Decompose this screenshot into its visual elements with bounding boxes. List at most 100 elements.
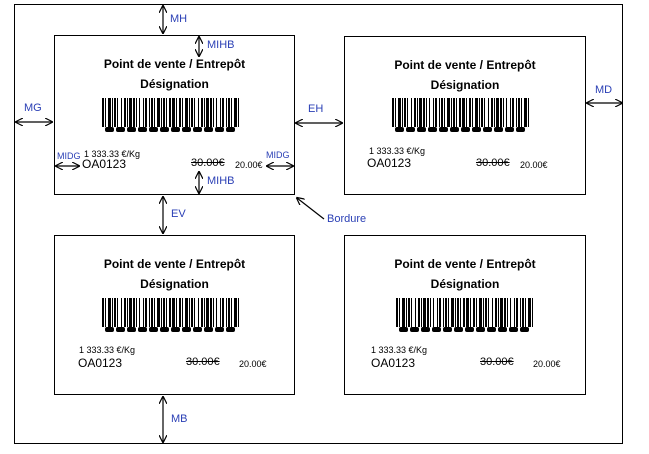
barcode-bar (201, 98, 203, 127)
barcode-bar (117, 98, 118, 127)
barcode-bar (198, 298, 199, 327)
barcode-bar (521, 98, 522, 127)
barcode-bar (433, 98, 434, 127)
barcode-bar (210, 98, 212, 127)
barcode-bar (528, 298, 531, 327)
barcode-digit-mark (472, 127, 481, 132)
barcode-bar (161, 298, 162, 327)
barcode-bar (185, 98, 188, 127)
barcode-digit-mark (509, 327, 518, 332)
barcode-bar (476, 298, 477, 327)
barcode-digit-mark (105, 327, 114, 332)
barcode-bar (238, 298, 239, 327)
barcode-bar (234, 298, 237, 327)
barcode-bar (445, 298, 447, 327)
barcode-bar (157, 98, 160, 127)
barcode-bar (419, 98, 422, 127)
label-title: Point de vente / Entrepôt (394, 58, 536, 72)
barcode (396, 298, 533, 332)
barcode-bar (417, 98, 418, 127)
barcode-digit-mark (516, 127, 525, 132)
barcode-bar (154, 98, 155, 127)
barcode-bar (176, 98, 177, 127)
barcode-bar (226, 298, 227, 327)
barcode-bar (512, 98, 514, 127)
barcode-bar (102, 98, 104, 127)
barcode (102, 298, 239, 332)
midg-right-label: MIDG (266, 150, 290, 160)
barcode-bar (439, 98, 440, 127)
barcode-bar (114, 298, 116, 327)
barcode-digit-mark (410, 327, 419, 332)
barcode-bar (234, 98, 237, 127)
barcode-bar (463, 298, 465, 327)
old-price: 30.00€ (186, 356, 220, 368)
old-price: 30.00€ (191, 157, 225, 169)
barcode-bar (516, 98, 517, 127)
barcode-bar (185, 298, 188, 327)
barcode-bar (145, 298, 147, 327)
barcode-digit-mark (226, 127, 235, 132)
barcode-bar (402, 98, 403, 127)
bordure-label: Bordure (327, 213, 367, 225)
reference-code: OA0123 (82, 157, 127, 171)
barcode-bar (204, 298, 205, 327)
barcode-bar (151, 298, 153, 327)
barcode-bar (151, 98, 153, 127)
barcode-digit-mark (204, 327, 213, 332)
barcode-bar (198, 98, 199, 127)
barcode-bar (220, 298, 221, 327)
barcode-digit-mark (127, 127, 136, 132)
barcode-digit-mark (406, 127, 415, 132)
barcode-bar (163, 98, 165, 127)
barcode-bar (398, 98, 401, 127)
barcode-bar (510, 298, 511, 327)
barcode-bar (166, 298, 167, 327)
barcode-bar (444, 98, 445, 127)
old-price: 30.00€ (476, 157, 510, 169)
barcode-bar (206, 298, 209, 327)
barcode-bar (210, 298, 212, 327)
barcode-bar (145, 98, 147, 127)
barcode-bar (498, 298, 499, 327)
barcode-digit-mark (105, 127, 114, 132)
barcode-bar (392, 98, 394, 127)
barcode-digit-mark (138, 127, 147, 132)
barcode-digit-mark (483, 127, 492, 132)
barcode-bar (402, 298, 405, 327)
barcode-digit-mark (487, 327, 496, 332)
barcode-bar (491, 98, 493, 127)
barcode-digit-mark (395, 127, 404, 132)
barcode-digit-mark (138, 327, 147, 332)
barcode-bar (231, 298, 232, 327)
barcode-bar (516, 298, 518, 327)
barcode-bar (407, 98, 408, 127)
barcode-bar (524, 98, 527, 127)
label-bottom-right: Point de vente / Entrepôt Désignation 1 … (344, 235, 586, 395)
barcode (102, 98, 239, 132)
barcode-digit-mark (127, 327, 136, 332)
barcode-bar (149, 298, 150, 327)
barcode-digit-mark (443, 327, 452, 332)
barcode-bar (415, 298, 416, 327)
barcode-digit-mark (193, 327, 202, 332)
price-per-kg: 1 333.33 €/Kg (79, 345, 136, 355)
mb-label: MB (171, 413, 188, 425)
barcode-bar (194, 298, 195, 327)
barcode-bar (194, 98, 195, 127)
eh-label: EH (308, 103, 324, 115)
label-designation: Désignation (140, 77, 209, 91)
barcode-bar (179, 98, 181, 127)
label-bottom-left: Point de vente / Entrepôt Désignation 1 … (54, 235, 295, 395)
barcode-bar (166, 98, 167, 127)
barcode-bar (494, 98, 495, 127)
barcode-bar (216, 98, 217, 127)
reference-code: OA0123 (78, 356, 123, 370)
barcode-bar (488, 98, 489, 127)
barcode-digit-mark (149, 327, 158, 332)
price-per-kg: 1 333.33 €/Kg (371, 345, 428, 355)
barcode-bar (528, 98, 529, 127)
barcode-bar (406, 298, 407, 327)
barcode-bar (238, 98, 239, 127)
